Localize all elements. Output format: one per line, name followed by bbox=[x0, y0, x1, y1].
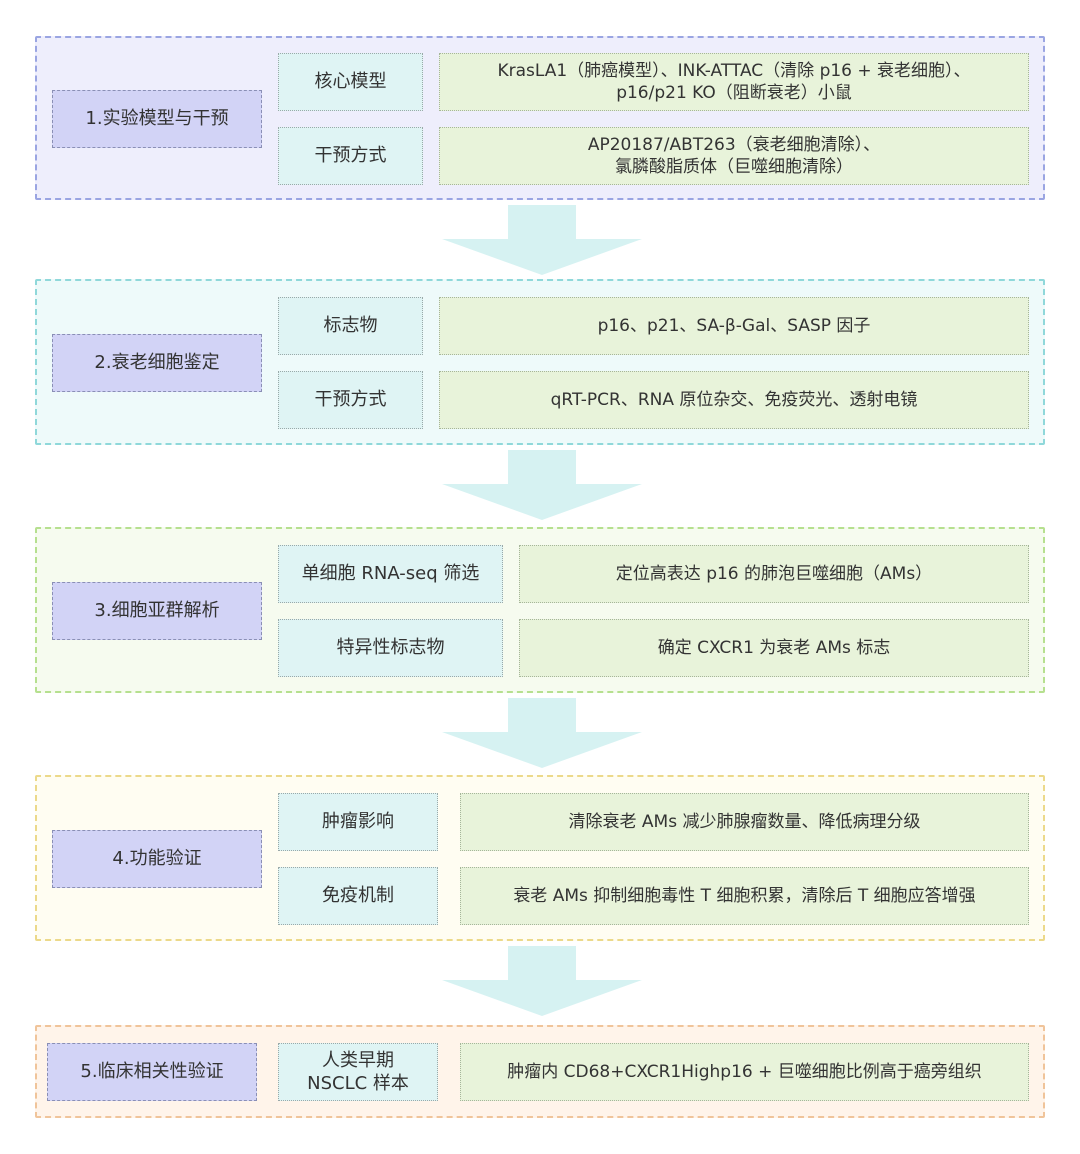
stage-3-detail-2-text: 确定 CXCR1 为衰老 AMs 标志 bbox=[657, 637, 891, 658]
arrow-down-icon-1 bbox=[442, 205, 642, 275]
stage-4-title: 4.功能验证 bbox=[52, 830, 262, 888]
stage-2-category-2-text: 干预方式 bbox=[314, 389, 387, 411]
stage-5-category-1-text: 人类早期 NSCLC 样本 bbox=[307, 1049, 409, 1094]
stage-3-title-text: 3.细胞亚群解析 bbox=[94, 600, 220, 622]
stage-2-title: 2.衰老细胞鉴定 bbox=[52, 334, 262, 392]
stage-3-category-2-text: 特异性标志物 bbox=[336, 637, 445, 659]
stage-1-detail-2: AP20187/ABT263（衰老细胞清除）、 氯膦酸脂质体（巨噬细胞清除） bbox=[439, 127, 1029, 185]
stage-4-detail-2: 衰老 AMs 抑制细胞毒性 T 细胞积累，清除后 T 细胞应答增强 bbox=[460, 867, 1029, 925]
stage-1-category-2-text: 干预方式 bbox=[314, 145, 387, 167]
stage-1-category-1: 核心模型 bbox=[278, 53, 423, 111]
stage-3-detail-1: 定位高表达 p16 的肺泡巨噬细胞（AMs） bbox=[519, 545, 1029, 603]
arrow-down-icon-2 bbox=[442, 450, 642, 520]
stage-4-category-2: 免疫机制 bbox=[278, 867, 438, 925]
stage-1-category-1-text: 核心模型 bbox=[314, 71, 387, 93]
stage-2-category-1: 标志物 bbox=[278, 297, 423, 355]
stage-2-category-2: 干预方式 bbox=[278, 371, 423, 429]
arrow-down-icon-4 bbox=[442, 946, 642, 1016]
stage-3-title: 3.细胞亚群解析 bbox=[52, 582, 262, 640]
arrow-down-icon-3 bbox=[442, 698, 642, 768]
stage-4-detail-1-text: 清除衰老 AMs 减少肺腺瘤数量、降低病理分级 bbox=[568, 811, 921, 832]
stage-2-detail-2-text: qRT-PCR、RNA 原位杂交、免疫荧光、透射电镜 bbox=[550, 389, 918, 410]
stage-1-detail-2-text: AP20187/ABT263（衰老细胞清除）、 氯膦酸脂质体（巨噬细胞清除） bbox=[587, 134, 881, 177]
stage-1-title: 1.实验模型与干预 bbox=[52, 90, 262, 148]
stage-2-title-text: 2.衰老细胞鉴定 bbox=[94, 352, 220, 374]
stage-5-title: 5.临床相关性验证 bbox=[47, 1043, 257, 1101]
stage-5-title-text: 5.临床相关性验证 bbox=[80, 1061, 224, 1083]
stage-3-category-2: 特异性标志物 bbox=[278, 619, 503, 677]
stage-4-detail-1: 清除衰老 AMs 减少肺腺瘤数量、降低病理分级 bbox=[460, 793, 1029, 851]
stage-4-title-text: 4.功能验证 bbox=[112, 848, 202, 870]
stage-4-detail-2-text: 衰老 AMs 抑制细胞毒性 T 细胞积累，清除后 T 细胞应答增强 bbox=[513, 885, 976, 906]
stage-4-container: 4.功能验证 肿瘤影响 清除衰老 AMs 减少肺腺瘤数量、降低病理分级 免疫机制… bbox=[35, 775, 1045, 941]
stage-4-category-1: 肿瘤影响 bbox=[278, 793, 438, 851]
stage-1-title-text: 1.实验模型与干预 bbox=[85, 108, 229, 130]
stage-2-category-1-text: 标志物 bbox=[323, 315, 378, 337]
stage-3-category-1-text: 单细胞 RNA-seq 筛选 bbox=[301, 563, 480, 585]
stage-5-detail-1-text: 肿瘤内 CD68+CXCR1Highp16 + 巨噬细胞比例高于癌旁组织 bbox=[507, 1061, 982, 1082]
stage-4-category-1-text: 肿瘤影响 bbox=[322, 811, 394, 833]
stage-1-category-2: 干预方式 bbox=[278, 127, 423, 185]
stage-5-detail-1: 肿瘤内 CD68+CXCR1Highp16 + 巨噬细胞比例高于癌旁组织 bbox=[460, 1043, 1029, 1101]
stage-5-container: 5.临床相关性验证 人类早期 NSCLC 样本 肿瘤内 CD68+CXCR1Hi… bbox=[35, 1025, 1045, 1118]
stage-3-detail-1-text: 定位高表达 p16 的肺泡巨噬细胞（AMs） bbox=[615, 563, 933, 584]
stage-5-category-1: 人类早期 NSCLC 样本 bbox=[278, 1043, 438, 1101]
stage-2-detail-2: qRT-PCR、RNA 原位杂交、免疫荧光、透射电镜 bbox=[439, 371, 1029, 429]
stage-2-detail-1-text: p16、p21、SA-β-Gal、SASP 因子 bbox=[597, 315, 871, 336]
stage-1-container: 1.实验模型与干预 核心模型 KrasLA1（肺癌模型）、INK-ATTAC（清… bbox=[35, 36, 1045, 200]
stage-4-category-2-text: 免疫机制 bbox=[322, 885, 394, 907]
stage-3-category-1: 单细胞 RNA-seq 筛选 bbox=[278, 545, 503, 603]
stage-2-detail-1: p16、p21、SA-β-Gal、SASP 因子 bbox=[439, 297, 1029, 355]
stage-1-detail-1: KrasLA1（肺癌模型）、INK-ATTAC（清除 p16 + 衰老细胞）、 … bbox=[439, 53, 1029, 111]
stage-3-detail-2: 确定 CXCR1 为衰老 AMs 标志 bbox=[519, 619, 1029, 677]
stage-2-container: 2.衰老细胞鉴定 标志物 p16、p21、SA-β-Gal、SASP 因子 干预… bbox=[35, 279, 1045, 445]
stage-3-container: 3.细胞亚群解析 单细胞 RNA-seq 筛选 定位高表达 p16 的肺泡巨噬细… bbox=[35, 527, 1045, 693]
stage-1-detail-1-text: KrasLA1（肺癌模型）、INK-ATTAC（清除 p16 + 衰老细胞）、 … bbox=[497, 60, 971, 103]
